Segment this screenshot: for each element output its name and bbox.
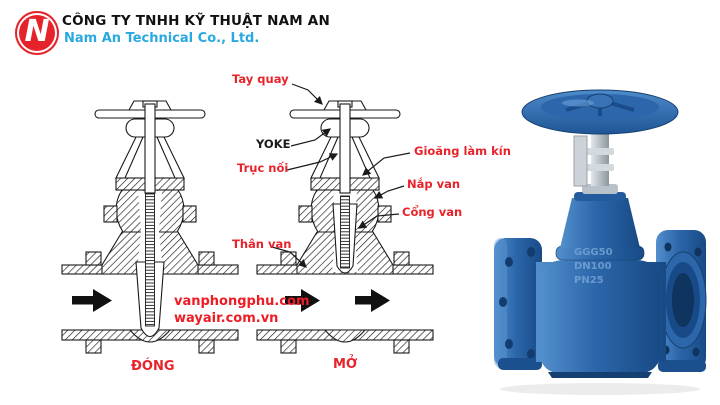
header: N CÔNG TY TNHH KỸ THUẬT NAM AN Nam An Te… bbox=[0, 0, 720, 62]
bonnet bbox=[560, 198, 640, 248]
company-name-vi: CÔNG TY TNHH KỸ THUẬT NAM AN bbox=[62, 13, 330, 29]
flange-bore bbox=[672, 273, 694, 327]
flow-arrow bbox=[72, 289, 112, 312]
leader-lines bbox=[271, 83, 411, 268]
valve-body bbox=[540, 260, 660, 374]
watermark-line1: vanphongphu.com bbox=[174, 294, 310, 309]
company-name-en: Nam An Technical Co., Ltd. bbox=[64, 31, 260, 46]
leader-nap-van bbox=[373, 185, 405, 199]
casting-marking: GGG50 bbox=[574, 247, 613, 258]
label-nap-van: Nắp van bbox=[407, 177, 461, 191]
valve-photo: GGG50 DN100 PN25 bbox=[494, 89, 707, 395]
label-yoke: YOKE bbox=[256, 137, 291, 151]
stem-bracket bbox=[573, 135, 588, 187]
leader-tay-quay bbox=[291, 83, 323, 105]
caption-open: MỞ bbox=[333, 357, 358, 372]
leader-yoke bbox=[290, 128, 332, 147]
gate-valve-diagram-open bbox=[256, 100, 434, 354]
threaded-stem-closed bbox=[145, 193, 155, 327]
flow-arrow bbox=[355, 289, 390, 312]
watermark-line2: wayair.com.vn bbox=[174, 311, 279, 326]
label-truc-noi: Trục nối bbox=[237, 161, 289, 175]
label-than-van: Thân van bbox=[232, 237, 292, 251]
leader-than-van bbox=[271, 246, 307, 268]
label-cong-van: Cổng van bbox=[402, 205, 463, 219]
stem bbox=[591, 128, 609, 186]
caption-closed: ĐÓNG bbox=[131, 359, 175, 374]
company-logo: N bbox=[15, 11, 59, 55]
casting-marking: DN100 bbox=[574, 261, 612, 272]
flow-arrow bbox=[285, 289, 320, 312]
label-gioang-lam-kin: Gioăng làm kín bbox=[414, 144, 511, 158]
leader-truc-noi bbox=[286, 153, 339, 171]
leader-cong-van bbox=[357, 213, 400, 229]
logo-letter: N bbox=[24, 14, 50, 49]
casting-marking: PN25 bbox=[574, 275, 604, 286]
gate-valve-diagram-closed bbox=[61, 100, 239, 354]
photo-shadow bbox=[500, 383, 700, 395]
threaded-stem-open bbox=[340, 195, 350, 269]
leader-gioang bbox=[362, 152, 411, 176]
label-tay-quay: Tay quay bbox=[232, 72, 289, 86]
left-flange bbox=[494, 238, 542, 368]
